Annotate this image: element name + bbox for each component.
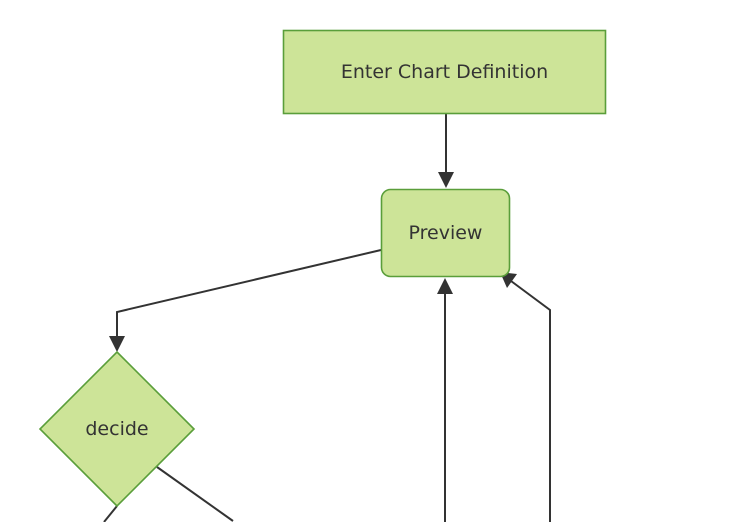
edge-offscreen-center-to-preview — [437, 278, 453, 522]
arrow-head-icon — [437, 278, 453, 294]
edge-preview-to-decide — [109, 249, 382, 352]
edge-decide-to-offscreen-left — [103, 505, 118, 522]
edge-line — [103, 505, 118, 522]
node-preview[interactable] — [380, 188, 511, 278]
edge-line — [156, 466, 234, 522]
node-decide[interactable] — [38, 350, 196, 508]
edge-line — [510, 280, 551, 522]
edge-decide-to-offscreen-right — [156, 466, 234, 522]
edge-offscreen-right-to-preview — [500, 272, 551, 522]
arrow-head-icon — [109, 336, 125, 352]
arrow-head-icon — [438, 172, 454, 188]
edge-line — [116, 249, 382, 339]
edge-enter-chart-definition-to-preview — [438, 114, 454, 188]
node-enter-chart-definition[interactable] — [282, 29, 607, 115]
